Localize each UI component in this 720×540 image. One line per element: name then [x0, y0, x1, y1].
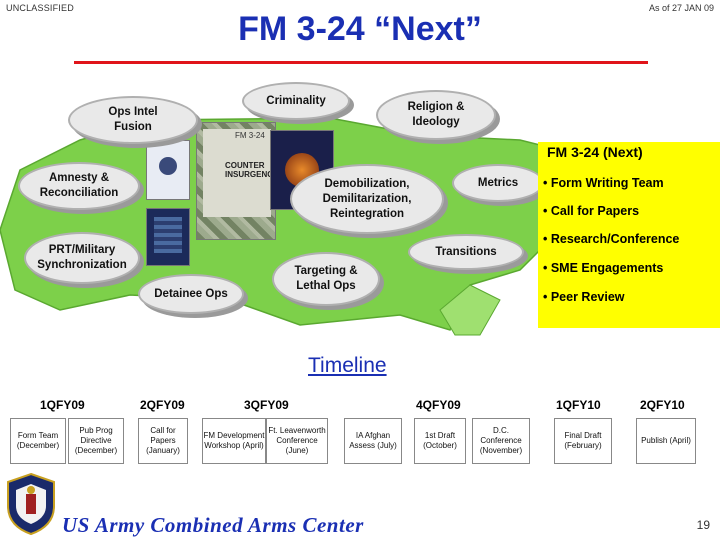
slide-title: FM 3-24 “Next” — [238, 10, 482, 48]
timeline-event: Call for Papers (January) — [138, 418, 188, 464]
amnesty-label: Amnesty & Reconciliation — [39, 172, 119, 199]
prt-label: PRT/Military Synchronization — [37, 244, 127, 271]
panel-item: • Call for Papers — [543, 204, 640, 218]
fm-label: FM 3-24 — [235, 131, 265, 140]
timeline-event: Form Team (December) — [10, 418, 66, 464]
quarter-label: 2QFY09 — [140, 398, 185, 412]
quarter-label: 2QFY10 — [640, 398, 685, 412]
panel-item: • Form Writing Team — [543, 176, 664, 190]
religion-ideology-label: Religion & Ideology — [407, 101, 465, 128]
timeline-event: Ft. Leavenworth Conference (June) — [266, 418, 328, 464]
amnesty-cloud: Amnesty & Reconciliation — [18, 162, 140, 210]
page-number: 19 — [696, 518, 710, 532]
timeline-event: Final Draft (February) — [554, 418, 612, 464]
detainee-cloud: Detainee Ops — [138, 274, 244, 314]
fm-3-24-cover: FM 3-24 COUNTER INSURGENCY — [196, 122, 279, 240]
targeting-label: Targeting & Lethal Ops — [294, 265, 358, 292]
criminality-label: Criminality — [266, 94, 326, 107]
manual-cover-small — [146, 140, 190, 200]
metrics-cloud: Metrics — [452, 164, 544, 202]
coin-title: COUNTER INSURGENCY — [225, 161, 279, 179]
timeline-title: Timeline — [308, 354, 387, 377]
quarter-label: 3QFY09 — [244, 398, 289, 412]
timeline-event: Publish (April) — [636, 418, 696, 464]
afghanistan-map — [0, 117, 560, 336]
transitions-label: Transitions — [435, 245, 497, 258]
fm-next-panel — [538, 142, 720, 328]
timeline-event: FM Development Workshop (April) — [202, 418, 266, 464]
panel-item: • SME Engagements — [543, 261, 664, 275]
panel-title: FM 3-24 (Next) — [547, 144, 643, 160]
ddr-cloud: Demobilization, Demilitarization, Reinte… — [290, 164, 444, 234]
title-underline — [74, 61, 648, 64]
quarter-label: 4QFY09 — [416, 398, 461, 412]
panel-item: • Research/Conference — [543, 232, 680, 246]
quarter-label: 1QFY10 — [556, 398, 601, 412]
timeline-event: D.C. Conference (November) — [472, 418, 530, 464]
cac-crest-icon — [7, 472, 55, 536]
classification-label: UNCLASSIFIED — [6, 3, 74, 13]
metrics-label: Metrics — [477, 176, 519, 189]
as-of-date: As of 27 JAN 09 — [648, 3, 714, 13]
ddr-label: Demobilization, Demilitarization, Reinte… — [322, 177, 412, 220]
targeting-cloud: Targeting & Lethal Ops — [272, 252, 380, 306]
criminality-cloud: Criminality — [242, 82, 350, 120]
religion-ideology-cloud: Religion & Ideology — [376, 90, 496, 140]
manual-cover-navy — [146, 208, 190, 266]
ops-intel-fusion-cloud: Ops Intel Fusion — [68, 96, 198, 144]
org-name: US Army Combined Arms Center — [62, 513, 364, 537]
timeline-event: 1st Draft (October) — [414, 418, 466, 464]
ops-intel-fusion-label: Ops Intel Fusion — [108, 106, 158, 133]
detainee-label: Detainee Ops — [154, 287, 228, 300]
timeline-event: Pub Prog Directive (December) — [68, 418, 124, 464]
panel-item: • Peer Review — [543, 290, 625, 304]
prt-cloud: PRT/Military Synchronization — [24, 232, 140, 284]
timeline-event: IA Afghan Assess (July) — [344, 418, 402, 464]
quarter-label: 1QFY09 — [40, 398, 85, 412]
transitions-cloud: Transitions — [408, 234, 524, 270]
